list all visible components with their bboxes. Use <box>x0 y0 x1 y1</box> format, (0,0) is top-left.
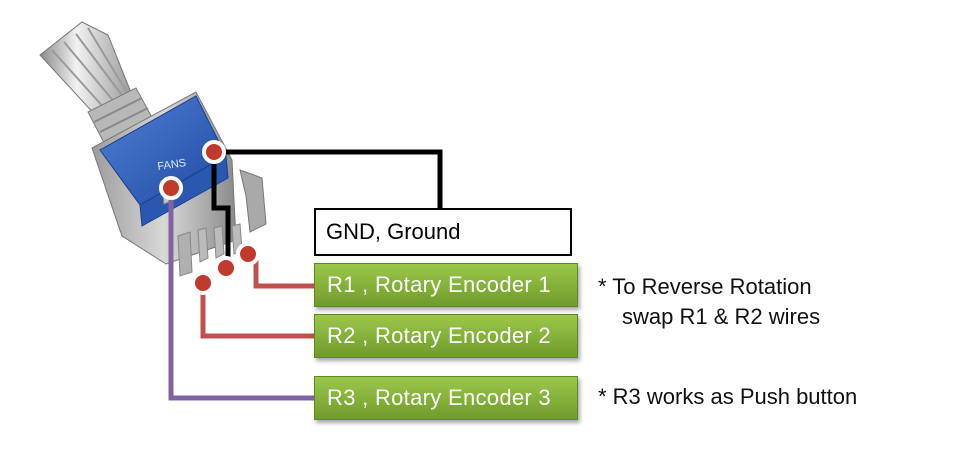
reverse-note-line1: * To Reverse Rotation <box>598 274 812 299</box>
push-note-text: * R3 works as Push button <box>598 384 858 409</box>
push-button-note: * R3 works as Push button <box>598 382 857 412</box>
pin-markers <box>159 140 260 295</box>
r2-wire <box>200 283 314 339</box>
r2-pin-dot <box>191 271 215 295</box>
rotary-encoder-icon: FANS <box>39 21 267 277</box>
ground-label-box: GND, Ground <box>314 208 572 256</box>
r3-label-box: R3 , Rotary Encoder 3 <box>314 376 578 420</box>
r2-label: R2 , Rotary Encoder 2 <box>327 323 551 348</box>
brand-marking: FANS <box>157 157 187 173</box>
r3-label: R3 , Rotary Encoder 3 <box>327 385 551 410</box>
r1-label-box: R1 , Rotary Encoder 1 <box>314 263 578 307</box>
r1-label: R1 , Rotary Encoder 1 <box>327 272 551 297</box>
ground-label: GND, Ground <box>326 219 461 244</box>
r3-pin-dot <box>159 176 183 200</box>
ground-lower-pin-dot <box>214 256 238 280</box>
reverse-note-line2: swap R1 & R2 wires <box>622 304 821 329</box>
r1-pin-dot <box>236 242 260 266</box>
ground-pin-dot <box>202 140 226 164</box>
r3-wire <box>168 188 314 401</box>
reverse-rotation-note: * To Reverse Rotation swap R1 & R2 wires <box>598 272 820 332</box>
r2-label-box: R2 , Rotary Encoder 2 <box>314 314 578 358</box>
ground-wire <box>211 149 443 258</box>
